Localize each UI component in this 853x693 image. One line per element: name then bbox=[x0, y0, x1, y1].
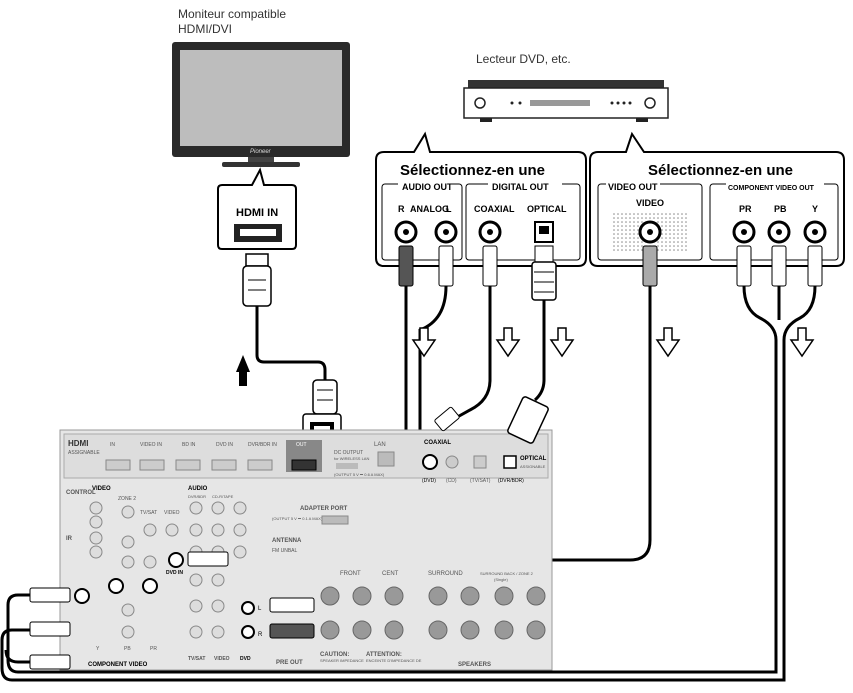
hdmi-cable bbox=[255, 306, 327, 380]
front-label: FRONT bbox=[340, 571, 361, 577]
rx-tvsat-in-label: TV/SAT bbox=[140, 510, 157, 516]
rx-r-label: R bbox=[258, 632, 263, 638]
dc-spec-label: (OUTPUT 5 V ⎓ 0.6 A MAX) bbox=[334, 472, 385, 477]
tv-monitor: Pioneer bbox=[172, 42, 350, 167]
receiver-side-plugs bbox=[29, 396, 549, 670]
adapter-spec-label: (OUTPUT 5 V ⎓ 0.1 A MAX) bbox=[272, 516, 323, 521]
audio-out-box: Sélectionnez-en une AUDIO OUT DIGITAL OU… bbox=[375, 131, 587, 267]
direction-arrow-up bbox=[236, 355, 250, 372]
dvd-player bbox=[463, 80, 669, 122]
audio-r-label: R bbox=[398, 204, 405, 214]
dvd-in-label: DVD IN bbox=[216, 442, 233, 448]
optical-label: OPTICAL bbox=[527, 204, 567, 214]
pb-label: PB bbox=[774, 204, 787, 214]
rx-tv-sat-bottom: TV/SAT bbox=[188, 656, 205, 662]
center-label: CENT bbox=[382, 571, 399, 577]
y-label: Y bbox=[812, 204, 818, 214]
audio-out-label: AUDIO OUT bbox=[402, 182, 453, 192]
pre-out-label: PRE OUT bbox=[276, 660, 303, 666]
attention-text: ENCEINTE D'IMPEDANCE DE bbox=[366, 658, 422, 663]
rx-dvr-bdr2-label: DVR/BDR bbox=[188, 494, 206, 499]
digital-out-label: DIGITAL OUT bbox=[492, 182, 549, 192]
rx-coaxial-label: COAXIAL bbox=[424, 440, 451, 446]
audio-box-title: Sélectionnez-en une bbox=[400, 162, 545, 179]
rx-video-bottom: VIDEO bbox=[214, 656, 230, 662]
rx-optical-assignable: ASSIGNABLE bbox=[520, 464, 546, 469]
video-in-label: VIDEO IN bbox=[140, 442, 162, 448]
hdmi-plug-top bbox=[242, 253, 272, 307]
audio-l-label: L bbox=[446, 204, 452, 214]
direction-arrows bbox=[411, 327, 815, 358]
rx-dvr-bdr-label: (DVR/BDR) bbox=[498, 478, 524, 484]
pr-label: PR bbox=[739, 204, 752, 214]
caution-label: CAUTION: bbox=[320, 652, 349, 658]
coaxial-label: COAXIAL bbox=[474, 204, 515, 214]
analog-label: ANALOG bbox=[410, 204, 449, 214]
antenna-label: ANTENNA bbox=[272, 538, 302, 544]
rx-pb-label: PB bbox=[124, 646, 131, 652]
rx-cd-rtape-label: CD-R/TAPE bbox=[212, 494, 234, 499]
dvd-caption: Lecteur DVD, etc. bbox=[476, 52, 571, 66]
dc-output-label: DC OUTPUT bbox=[334, 450, 363, 456]
control-label: CONTROL bbox=[66, 490, 96, 496]
hdmi-in-callout: HDMI IN bbox=[217, 167, 297, 250]
caution-text: SPEAKER IMPEDANCE bbox=[320, 658, 364, 663]
tv-brand: Pioneer bbox=[250, 149, 272, 155]
rx-dvd-bottom: DVD bbox=[240, 656, 251, 662]
rx-optical-label: OPTICAL bbox=[520, 456, 547, 462]
surround-back-label: SURROUND BACK / ZONE 2 bbox=[480, 571, 534, 576]
video-box-title: Sélectionnez-en une bbox=[648, 162, 793, 179]
tv-caption-line2: HDMI/DVI bbox=[178, 22, 232, 36]
hdmi-in-port-label: IN bbox=[110, 442, 115, 448]
hdmi-label: HDMI bbox=[68, 439, 88, 448]
adapter-port-label: ADAPTER PORT bbox=[300, 506, 348, 512]
receiver-rear-panel: HDMI ASSIGNABLE IN VIDEO IN BD IN DVD IN… bbox=[59, 429, 553, 671]
rx-y-label: Y bbox=[96, 646, 100, 652]
rx-pr-label: PR bbox=[150, 646, 157, 652]
rx-tv-sat-label: (TV/SAT) bbox=[470, 478, 491, 484]
fm-unbal-label: FM UNBAL bbox=[272, 548, 298, 554]
rx-l-label: L bbox=[258, 606, 262, 612]
speakers-label: SPEAKERS bbox=[458, 662, 491, 668]
bd-in-label: BD IN bbox=[182, 442, 196, 448]
rx-audio-label: AUDIO bbox=[188, 486, 208, 492]
video-out-box: Sélectionnez-en une VIDEO OUT COMPONENT … bbox=[589, 131, 845, 267]
single-label: (Single) bbox=[494, 577, 508, 582]
component-video-out-label: COMPONENT VIDEO OUT bbox=[728, 185, 815, 192]
rx-video-label: VIDEO bbox=[92, 486, 111, 492]
video-out-label: VIDEO OUT bbox=[608, 182, 658, 192]
rx-video-in2-label: VIDEO bbox=[164, 510, 180, 516]
attention-label: ATTENTION: bbox=[366, 652, 402, 658]
lan-label: LAN bbox=[374, 442, 386, 448]
video-label: VIDEO bbox=[636, 198, 664, 208]
wireless-label: for WIRELESS LAN bbox=[334, 456, 369, 461]
rx-dvd-in-audio-label: DVD IN bbox=[166, 570, 183, 576]
component-video-label: COMPONENT VIDEO bbox=[88, 662, 148, 668]
rx-dvd-label: (DVD) bbox=[422, 478, 436, 484]
dvd-side-plugs bbox=[398, 245, 823, 301]
surround-label: SURROUND bbox=[428, 571, 463, 577]
hdmi-in-label: HDMI IN bbox=[236, 207, 278, 219]
rx-cd-label: (CD) bbox=[446, 478, 457, 484]
zone2-label: ZONE 2 bbox=[118, 496, 136, 502]
tv-caption-line1: Moniteur compatible bbox=[178, 7, 286, 21]
assignable-label: ASSIGNABLE bbox=[68, 450, 100, 456]
ir-label: IR bbox=[66, 536, 73, 542]
dvr-bdr-in-label: DVR/BDR IN bbox=[248, 442, 277, 448]
hdmi-out-label: OUT bbox=[296, 442, 307, 448]
